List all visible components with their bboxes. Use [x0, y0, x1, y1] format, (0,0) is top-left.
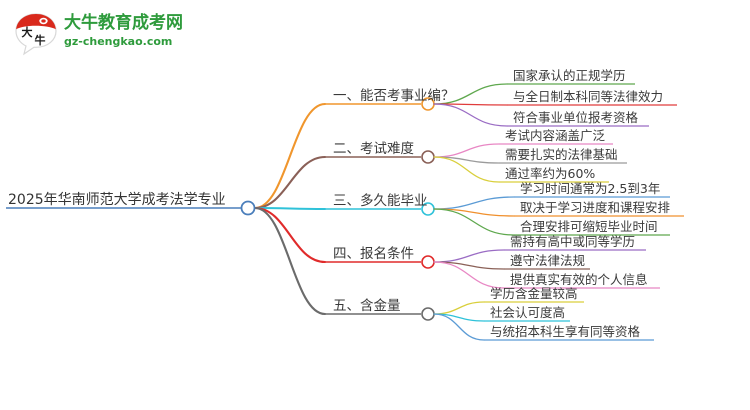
- mindmap-leaf-label-2-1[interactable]: 考试内容涵盖广泛: [505, 128, 606, 143]
- leaf-connector-5-1: [433, 301, 485, 315]
- branch-connector-2: [253, 155, 327, 210]
- leaf-connector-1-3: [433, 103, 508, 127]
- mindmap-leaf-label-4-1[interactable]: 需持有高中或同等学历: [510, 234, 636, 249]
- daniu-speech-bubble-logo-icon: 大 牛: [15, 13, 57, 56]
- mindmap-branch-label-1[interactable]: 一、能否考事业编？: [333, 88, 455, 104]
- leaf-connector-3-1: [433, 196, 515, 210]
- mindmap-leaf-label-2-3[interactable]: 通过率约为60%: [505, 166, 596, 181]
- branch-connector-5: [253, 206, 327, 316]
- leaf-connector-3-2: [433, 208, 515, 217]
- mindmap-leaf-label-3-3[interactable]: 合理安排可缩短毕业时间: [520, 219, 658, 234]
- leaf-connector-5-2: [433, 313, 485, 322]
- mindmap-root-label[interactable]: 2025年华南师范大学成考法学专业: [8, 192, 226, 208]
- svg-text:牛: 牛: [35, 33, 46, 47]
- mindmap-leaf-label-1-1[interactable]: 国家承认的正规学历: [513, 68, 626, 83]
- leaf-connector-2-1: [433, 143, 500, 158]
- branch-connector-1: [253, 102, 327, 210]
- leaf-connector-1-2: [433, 103, 508, 106]
- branch-node-circle-5: [421, 307, 435, 321]
- mindmap-branch-label-2[interactable]: 二、考试难度: [333, 141, 414, 157]
- branch-node-circle-4: [421, 255, 435, 269]
- svg-text:大: 大: [22, 25, 33, 39]
- leaf-connector-2-3: [433, 156, 500, 183]
- mindmap-leaf-label-5-3[interactable]: 与统招本科生享有同等资格: [490, 324, 641, 339]
- mindmap-leaf-label-1-3[interactable]: 符合事业单位报考资格: [513, 110, 639, 125]
- mindmap-leaf-label-3-1[interactable]: 学习时间通常为2.5到3年: [520, 181, 661, 196]
- branch-node-circle-2: [421, 150, 435, 164]
- logo-domain: gz-chengkao.com: [64, 35, 173, 48]
- branch-connector-3: [253, 206, 327, 211]
- leaf-connector-5-3: [433, 313, 485, 341]
- root-node-circle: [240, 200, 256, 216]
- mindmap-leaf-label-5-2[interactable]: 社会认可度高: [490, 305, 566, 320]
- mindmap-leaf-label-2-2[interactable]: 需要扎实的法律基础: [505, 147, 618, 162]
- mindmap-branch-label-4[interactable]: 四、报名条件: [333, 246, 414, 262]
- leaf-connector-4-2: [433, 261, 505, 270]
- leaf-connector-4-1: [433, 249, 505, 263]
- mindmap-leaf-label-4-3[interactable]: 提供真实有效的个人信息: [510, 272, 648, 287]
- mindmap-leaf-label-1-2[interactable]: 与全日制本科同等法律效力: [513, 89, 664, 104]
- mindmap-branch-label-5[interactable]: 五、含金量: [333, 298, 401, 314]
- branch-connector-4: [253, 206, 327, 264]
- leaf-connector-3-3: [433, 208, 515, 236]
- leaf-connector-4-3: [433, 261, 505, 289]
- leaf-connector-2-2: [433, 156, 500, 164]
- mindmap-branch-label-3[interactable]: 三、多久能毕业: [333, 193, 428, 209]
- mindmap-leaf-label-3-2[interactable]: 取决于学习进度和课程安排: [520, 200, 671, 215]
- mindmap-leaf-label-4-2[interactable]: 遵守法律法规: [510, 253, 586, 268]
- mindmap-leaf-label-5-1[interactable]: 学历含金量较高: [490, 286, 578, 301]
- logo-title: 大牛教育成考网: [64, 13, 183, 33]
- logo-text-block: 大牛教育成考网 gz-chengkao.com: [64, 13, 204, 49]
- site-logo: 大 牛 大牛教育成考网 gz-chengkao.com: [10, 8, 200, 60]
